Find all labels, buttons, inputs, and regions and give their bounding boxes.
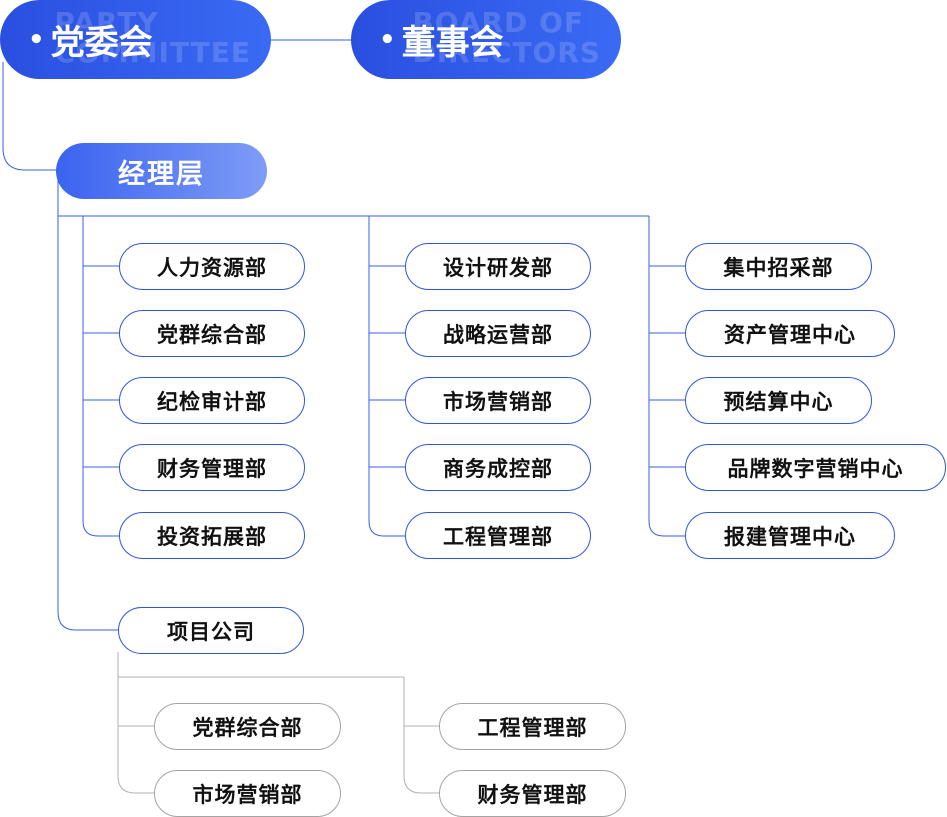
dept-audit: 纪检审计部 — [119, 377, 305, 424]
dept-asset-center: 资产管理中心 — [685, 310, 895, 357]
dept-investment: 投资拓展部 — [119, 512, 305, 559]
party-committee-label: 党委会 — [50, 23, 153, 63]
board-en-line1: BOARD OF — [412, 6, 585, 39]
party-committee-en: PARTY COMMITTEE — [54, 8, 251, 68]
project-company-box: 项目公司 — [118, 607, 304, 654]
dept-settlement-center: 预结算中心 — [685, 377, 872, 424]
dept-marketing: 市场营销部 — [405, 377, 591, 424]
project-dept-party-affairs: 党群综合部 — [154, 703, 341, 750]
party-committee-box: PARTY COMMITTEE • 党委会 — [0, 0, 271, 79]
bullet-dot-icon: • — [379, 24, 396, 55]
dept-procurement: 集中招采部 — [685, 243, 872, 290]
dept-engineering: 工程管理部 — [405, 512, 591, 559]
project-dept-finance: 财务管理部 — [439, 770, 626, 817]
board-en-line2: DIRECTORS — [412, 36, 601, 69]
party-committee-en-line1: PARTY — [54, 6, 159, 39]
management-box: 经理层 — [56, 143, 267, 199]
dept-strategy: 战略运营部 — [405, 310, 591, 357]
dept-hr: 人力资源部 — [119, 243, 305, 290]
dept-party-affairs: 党群综合部 — [119, 310, 305, 357]
board-of-directors-label: 董事会 — [401, 23, 504, 63]
party-committee-en-line2: COMMITTEE — [54, 36, 251, 69]
board-of-directors-en: BOARD OF DIRECTORS — [412, 8, 601, 68]
dept-permit-center: 报建管理中心 — [685, 512, 895, 559]
dept-brand-digital-center: 品牌数字营销中心 — [685, 444, 946, 491]
bullet-dot-icon: • — [28, 24, 45, 55]
dept-commerce-cost: 商务成控部 — [405, 444, 591, 491]
project-dept-marketing: 市场营销部 — [154, 770, 341, 817]
board-of-directors-box: BOARD OF DIRECTORS • 董事会 — [351, 0, 621, 79]
project-dept-engineering: 工程管理部 — [439, 703, 626, 750]
dept-design-rd: 设计研发部 — [405, 243, 591, 290]
dept-finance: 财务管理部 — [119, 444, 305, 491]
